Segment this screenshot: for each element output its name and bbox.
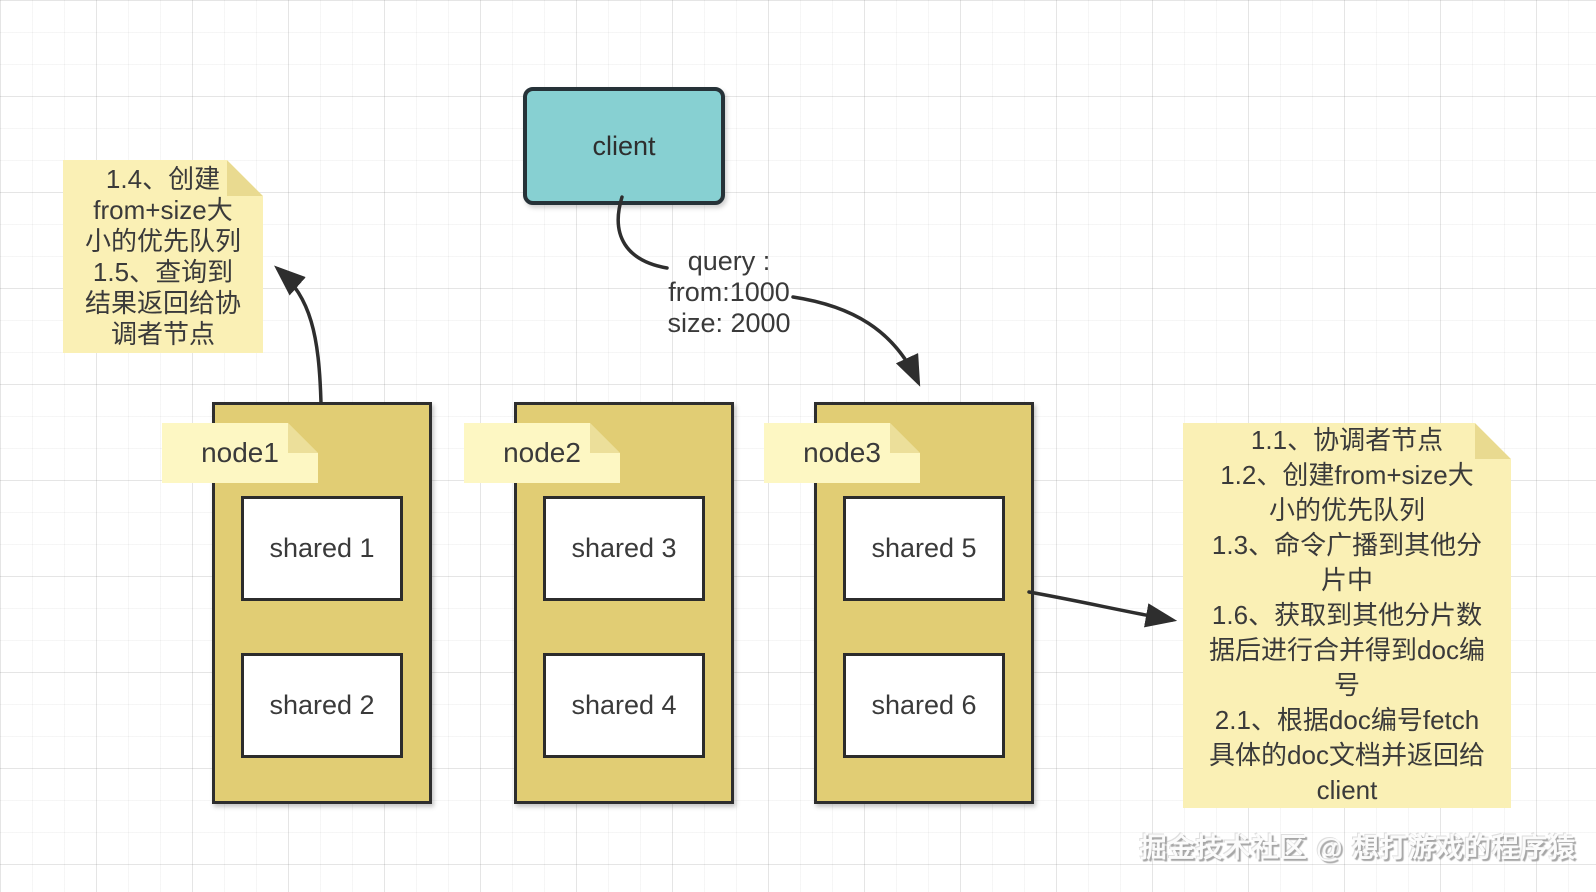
shard-box: shared 2 (241, 653, 403, 758)
edge-node3-to-right-note (1027, 590, 1178, 628)
edge-node1-to-left-note (274, 265, 323, 405)
shard-box: shared 5 (843, 496, 1005, 601)
node3-label: node3 (764, 423, 920, 483)
node2-label: node2 (464, 423, 620, 483)
node1-box: shared 1 shared 2 (212, 402, 432, 804)
note-steps-right: 1.1、协调者节点 1.2、创建from+size大 小的优先队列 1.3、命令… (1183, 423, 1511, 808)
shard-box: shared 4 (543, 653, 705, 758)
shard-box: shared 6 (843, 653, 1005, 758)
shard-box: shared 3 (543, 496, 705, 601)
node1-label: node1 (162, 423, 318, 483)
client-box: client (523, 87, 725, 205)
query-annotation: query : from:1000 size: 2000 (667, 246, 791, 338)
watermark-text: 掘金技术社区 @ 想打游戏的程序猿 (1139, 833, 1576, 863)
node2-box: shared 3 shared 4 (514, 402, 734, 804)
note-steps-left: 1.4、创建 from+size大 小的优先队列 1.5、查询到 结果返回给协 … (63, 160, 263, 353)
shard-box: shared 1 (241, 496, 403, 601)
